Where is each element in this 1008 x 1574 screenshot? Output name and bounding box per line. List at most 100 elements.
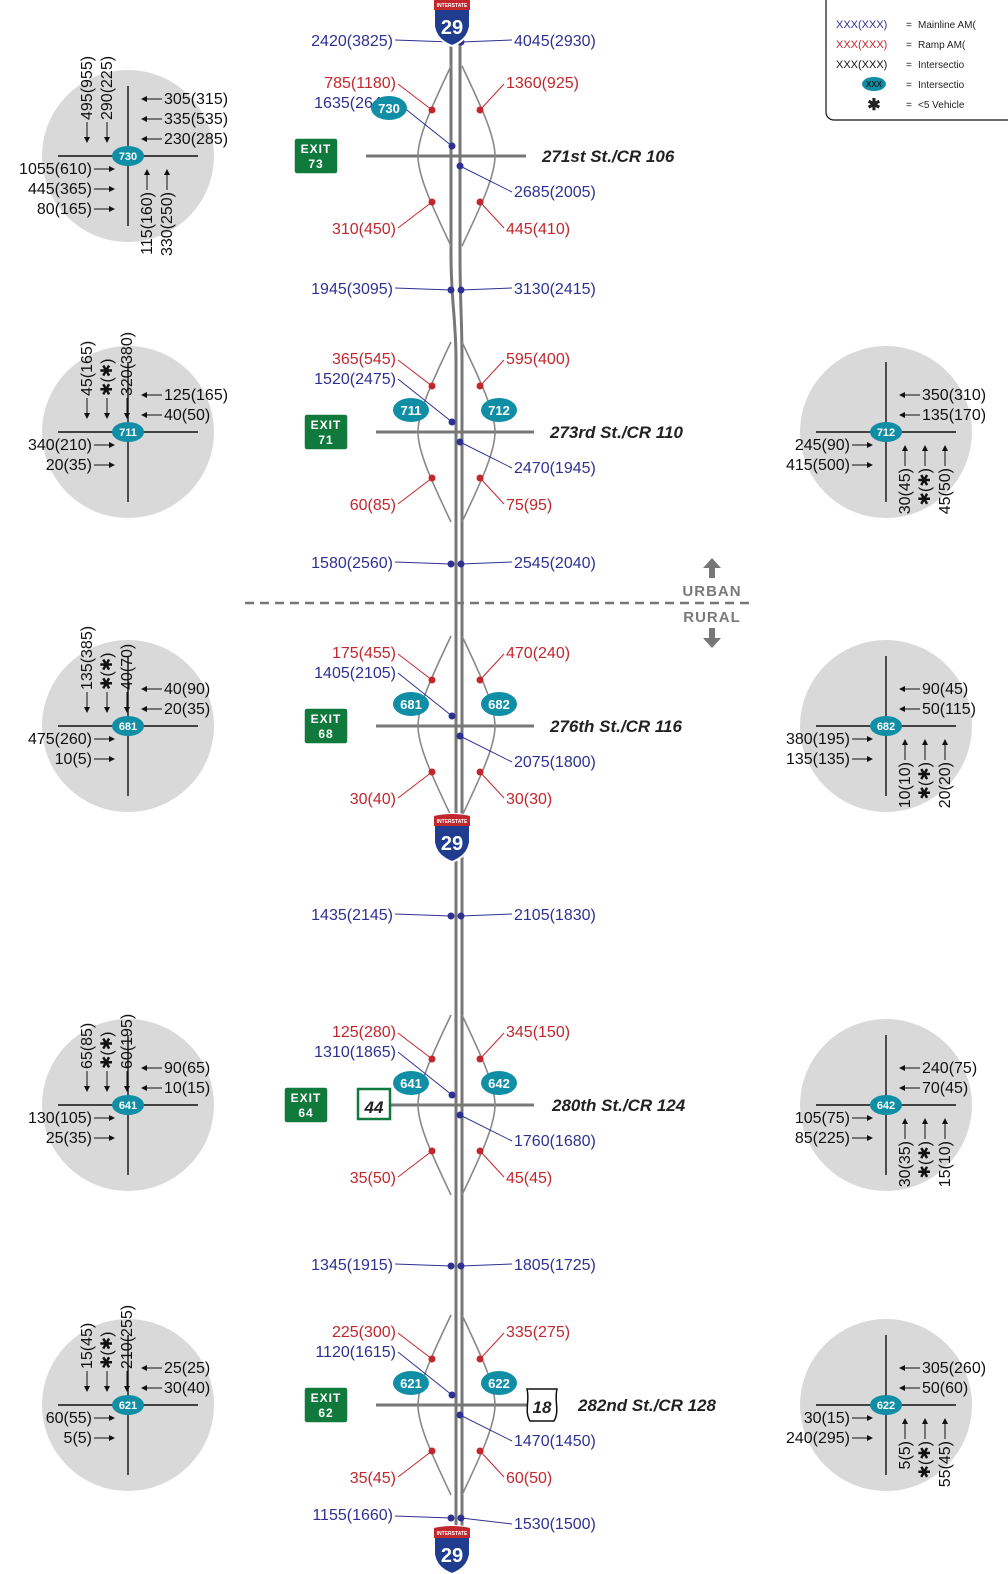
legend-description: Mainline AM( [918,20,976,31]
east-approach-volume: 305(260) [922,1360,986,1377]
ramp-volume-nw: 125(280) [332,1024,396,1041]
north-approach-volume: 320(380) [119,332,136,396]
west-approach-volume: 30(15) [804,1410,850,1427]
ramp-volume-se: 75(95) [506,497,552,514]
exit-sign-68 [303,707,349,745]
mainline-volume-nb: 1805(1725) [514,1257,596,1274]
legend-equals: = [906,60,912,71]
leader-line [397,378,453,423]
east-approach-volume: 25(25) [164,1360,210,1377]
ramp-loop-68-0 [417,635,452,817]
leader-line [397,359,433,387]
intersection-badge-label: 730 [119,151,137,163]
intersection-diagram-682: 68290(45)50(115)380(195)135(135)10(10)✱(… [786,640,976,812]
north-approach-volume: 135(385) [79,626,96,690]
intersection-diagram-730: 730305(315)335(535)230(285)1055(610)445(… [19,56,228,256]
mainline-volume-nb: 3130(2415) [514,281,596,298]
intersection-badge-label: 622 [488,1376,510,1391]
intersection-badge [870,1095,902,1115]
leader-line [460,561,513,565]
legend-equals: = [906,80,912,91]
mainline-volume-nb: 4045(2930) [514,33,596,50]
ramp-volume-sw: 30(40) [350,791,396,808]
leader-line [397,771,433,799]
east-approach-volume: 90(45) [922,681,968,698]
intersection-badge-621 [393,1371,429,1395]
north-approach-volume: 495(955) [79,56,96,120]
leader-line [394,1515,452,1519]
intersection-badge-711 [393,398,429,422]
exit-sign-number: 64 [298,1106,313,1120]
ramp-loop-73-0 [417,65,452,247]
intersection-diagram-642: 642240(75)70(45)105(75)85(225)30(35)✱(✱)… [795,1019,977,1191]
leader-line [397,102,453,147]
north-approach-volume: 60(195) [119,1014,136,1069]
ramp-volume-se: 45(45) [506,1170,552,1187]
north-approach-volume: 15(45) [79,1323,96,1369]
mainline-volume-sb: 1945(3095) [311,281,393,298]
ramp-volume-nw: 225(300) [332,1324,396,1341]
intersection-badge-label: 681 [400,697,422,712]
intersection-badge [112,422,144,442]
east-approach-volume: 40(50) [164,407,210,424]
intersection-badge [870,422,902,442]
legend-badge-icon [862,77,886,91]
west-approach-volume: 85(225) [795,1130,850,1147]
leader-line [479,1150,505,1178]
leader-line [397,1332,433,1360]
mainline-volume-mid-right: 1470(1450) [514,1433,596,1450]
south-approach-volume: 45(50) [937,468,954,514]
ramp-volume-ne: 595(400) [506,351,570,368]
road-name-label: 271st St./CR 106 [541,147,675,166]
intersection-badge-label: 712 [488,403,510,418]
leader-line [479,201,505,229]
west-approach-volume: 105(75) [795,1110,850,1127]
leader-line [460,1517,513,1525]
ramp-volume-sw: 60(85) [350,497,396,514]
ramp-volume-ne: 470(240) [506,645,570,662]
intersection-badge [870,716,902,736]
interstate-shield-top-band [434,0,470,10]
ramp-loop-64-0 [417,1014,452,1196]
ramp-loop-71-0 [417,341,452,523]
ramp-loop-73-1 [461,65,496,247]
interstate-shield-number: 29 [441,1545,463,1567]
west-approach-volume: 245(90) [795,437,850,454]
interstate-shield-label: INTERSTATE [437,819,468,825]
exit-sign-64 [283,1086,329,1124]
east-approach-volume: 135(170) [922,407,986,424]
intersection-badge [112,716,144,736]
east-approach-volume: 125(165) [164,387,228,404]
south-approach-volume: ✱(✱) [917,468,934,505]
intersection-badge [870,1395,902,1415]
intersection-badge-681 [393,692,429,716]
exit-sign-number: 62 [318,1406,333,1420]
north-approach-volume: ✱(✱) [99,359,116,396]
us-route-shield [526,1388,558,1422]
mainline-volume-mid-left: 1120(1615) [315,1344,396,1361]
ramp-volume-sw: 310(450) [332,221,396,238]
west-approach-volume: 340(210) [28,437,92,454]
intersection-badge-label: 681 [119,721,137,733]
leader-line [394,287,452,291]
south-approach-volume: 30(35) [897,1141,914,1187]
leader-line [394,913,452,917]
intersection-badge-label: 682 [488,697,510,712]
ramp-volume-ne: 1360(925) [506,75,579,92]
south-approach-volume: ✱(✱) [917,1441,934,1478]
exit-sign-label: EXIT [301,142,332,156]
intersection-diagram-711: 711125(165)40(50)340(210)20(35)45(165)✱(… [28,332,228,518]
road-name-label: 280th St./CR 124 [551,1096,686,1115]
interstate-shield-number: 29 [441,17,463,39]
leader-line [460,287,513,291]
urban-label: URBAN [682,583,741,600]
asterisk-icon: ✱ [867,97,880,114]
north-approach-volume: 40(70) [119,644,136,690]
leader-line [397,1351,453,1396]
east-approach-volume: 30(40) [164,1380,210,1397]
intersection-diagram-712: 712350(310)135(170)245(90)415(500)30(45)… [786,346,986,518]
mainline-volume-mid-left: 1405(2105) [314,665,396,682]
intersection-badge-label: 711 [119,427,137,439]
legend-equals: = [906,20,912,31]
